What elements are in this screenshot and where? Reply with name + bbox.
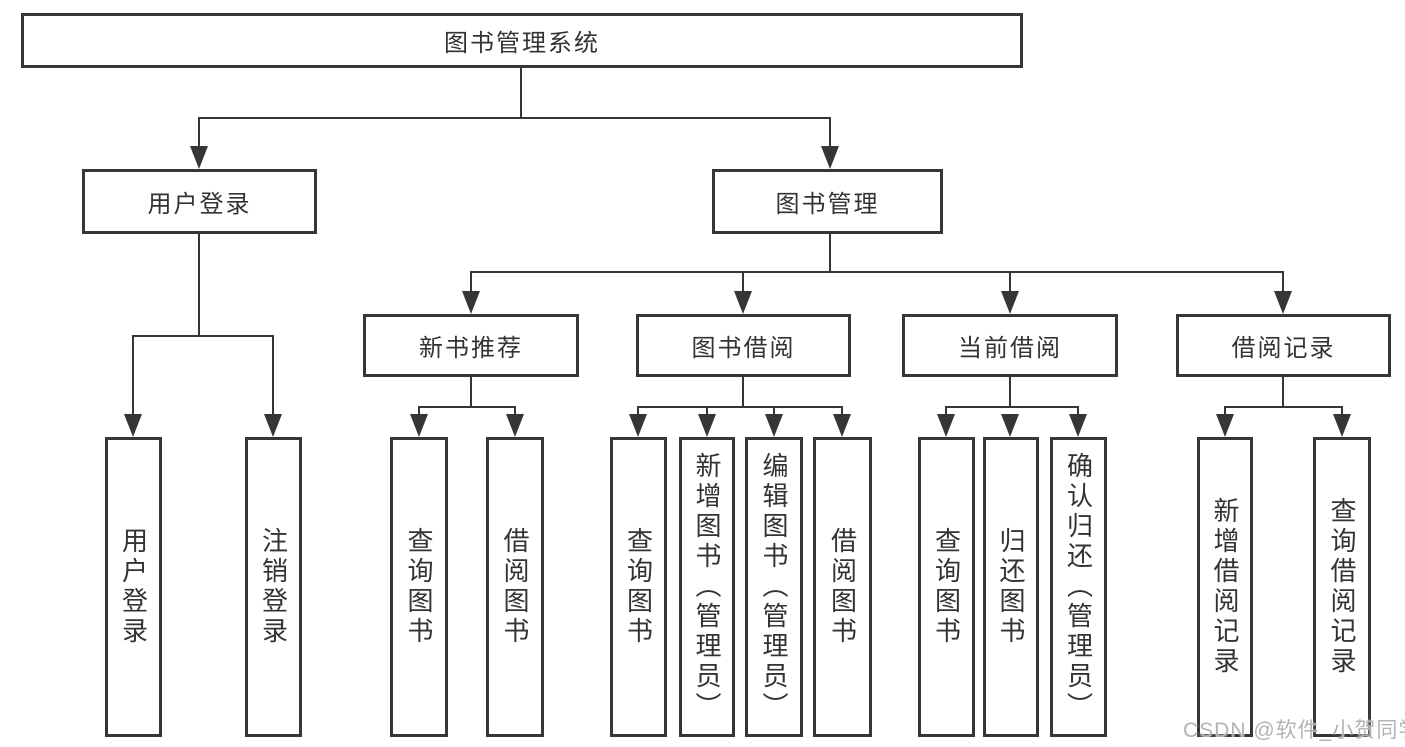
arrow-down-icon bbox=[821, 146, 839, 169]
connector-line bbox=[1008, 272, 1012, 295]
connector-line bbox=[1340, 407, 1344, 418]
node-label: 查询图书 bbox=[404, 527, 434, 647]
arrow-down-icon bbox=[734, 291, 752, 314]
arrow-down-icon bbox=[765, 414, 783, 437]
node-label: 查询图书 bbox=[623, 527, 654, 647]
node-leaf-query-books-borrowing: 查询图书 bbox=[610, 437, 667, 737]
arrow-down-icon bbox=[1001, 291, 1019, 314]
connector-line bbox=[840, 407, 844, 418]
connector-line bbox=[828, 117, 832, 150]
connector-line bbox=[636, 407, 640, 418]
node-leaf-add-book-admin: 新增图书（管理员） bbox=[679, 437, 735, 737]
node-current-borrowing: 当前借阅 bbox=[902, 314, 1118, 377]
node-system-root: 图书管理系统 bbox=[21, 13, 1023, 68]
node-book-borrowing: 图书借阅 bbox=[636, 314, 851, 377]
arrow-down-icon bbox=[1216, 414, 1234, 437]
connector-line bbox=[417, 405, 517, 409]
arrow-down-icon bbox=[124, 414, 142, 437]
node-label: 新增借阅记录 bbox=[1210, 497, 1240, 677]
arrow-down-icon bbox=[1274, 291, 1292, 314]
connector-line bbox=[417, 407, 421, 418]
node-leaf-logout: 注销登录 bbox=[245, 437, 302, 737]
node-label: 查询图书 bbox=[931, 527, 962, 647]
node-label: 当前借阅 bbox=[958, 335, 1062, 362]
connector-line bbox=[519, 68, 523, 119]
watermark: CSDN @软件_小贺同学 bbox=[1183, 719, 1405, 742]
connector-line bbox=[131, 336, 135, 417]
node-label: 用户登录 bbox=[118, 527, 149, 647]
node-leaf-add-borrow-record: 新增借阅记录 bbox=[1197, 437, 1253, 737]
arrow-down-icon bbox=[629, 414, 647, 437]
arrow-down-icon bbox=[937, 414, 955, 437]
connector-line bbox=[469, 377, 473, 408]
node-leaf-query-books-current: 查询图书 bbox=[918, 437, 975, 737]
node-label: 用户登录 bbox=[147, 191, 252, 218]
connector-line bbox=[469, 272, 473, 295]
connector-line bbox=[636, 405, 844, 409]
arrow-down-icon bbox=[1001, 414, 1019, 437]
node-leaf-edit-book-admin: 编辑图书（管理员） bbox=[745, 437, 803, 737]
arrow-down-icon bbox=[698, 414, 716, 437]
arrow-down-icon bbox=[462, 291, 480, 314]
node-leaf-query-borrow-record: 查询借阅记录 bbox=[1313, 437, 1371, 737]
node-label: 归还图书 bbox=[996, 527, 1026, 647]
connector-line bbox=[944, 405, 1080, 409]
node-label: 图书管理系统 bbox=[444, 30, 600, 57]
node-label: 借阅图书 bbox=[500, 527, 530, 647]
arrow-down-icon bbox=[1069, 414, 1087, 437]
node-leaf-borrow-books: 借阅图书 bbox=[813, 437, 872, 737]
connector-line bbox=[1281, 377, 1285, 408]
arrow-down-icon bbox=[190, 146, 208, 169]
arrow-down-icon bbox=[833, 414, 851, 437]
arrow-down-icon bbox=[410, 414, 428, 437]
node-label: 新书推荐 bbox=[419, 335, 523, 362]
node-leaf-borrow-books-recommend: 借阅图书 bbox=[486, 437, 544, 737]
arrow-down-icon bbox=[1333, 414, 1351, 437]
connector-line bbox=[131, 334, 275, 338]
node-user-login: 用户登录 bbox=[82, 169, 317, 234]
connector-line bbox=[469, 270, 1285, 274]
connector-line bbox=[772, 407, 776, 418]
connector-line bbox=[197, 117, 201, 150]
node-leaf-query-books-recommend: 查询图书 bbox=[390, 437, 448, 737]
connector-line bbox=[944, 407, 948, 418]
node-label: 借阅记录 bbox=[1231, 335, 1336, 362]
node-label: 新增图书（管理员） bbox=[692, 452, 722, 722]
node-new-book-recommend: 新书推荐 bbox=[363, 314, 579, 377]
node-leaf-user-login: 用户登录 bbox=[105, 437, 162, 737]
node-label: 借阅图书 bbox=[827, 527, 858, 647]
arrow-down-icon bbox=[264, 414, 282, 437]
connector-line bbox=[271, 336, 275, 417]
node-label: 查询借阅记录 bbox=[1327, 497, 1357, 677]
connector-line bbox=[1076, 407, 1080, 418]
connector-line bbox=[197, 233, 201, 337]
node-label: 图书管理 bbox=[775, 191, 880, 218]
node-leaf-confirm-return-admin: 确认归还（管理员） bbox=[1050, 437, 1107, 737]
node-label: 注销登录 bbox=[258, 527, 289, 647]
node-borrow-records: 借阅记录 bbox=[1176, 314, 1391, 377]
node-leaf-return-book: 归还图书 bbox=[983, 437, 1039, 737]
connector-line bbox=[705, 407, 709, 418]
arrow-down-icon bbox=[506, 414, 524, 437]
connector-line bbox=[1008, 377, 1012, 408]
node-label: 编辑图书（管理员） bbox=[759, 452, 789, 722]
connector-line bbox=[1281, 272, 1285, 295]
node-book-management: 图书管理 bbox=[712, 169, 943, 234]
connector-line bbox=[1223, 407, 1227, 418]
connector-line bbox=[513, 407, 517, 418]
connector-line bbox=[198, 116, 831, 120]
connector-line bbox=[828, 233, 832, 273]
connector-line bbox=[1223, 405, 1344, 409]
node-label: 图书借阅 bbox=[691, 335, 796, 362]
connector-line bbox=[741, 272, 745, 295]
connector-line bbox=[741, 377, 745, 408]
node-label: 确认归还（管理员） bbox=[1063, 452, 1094, 722]
